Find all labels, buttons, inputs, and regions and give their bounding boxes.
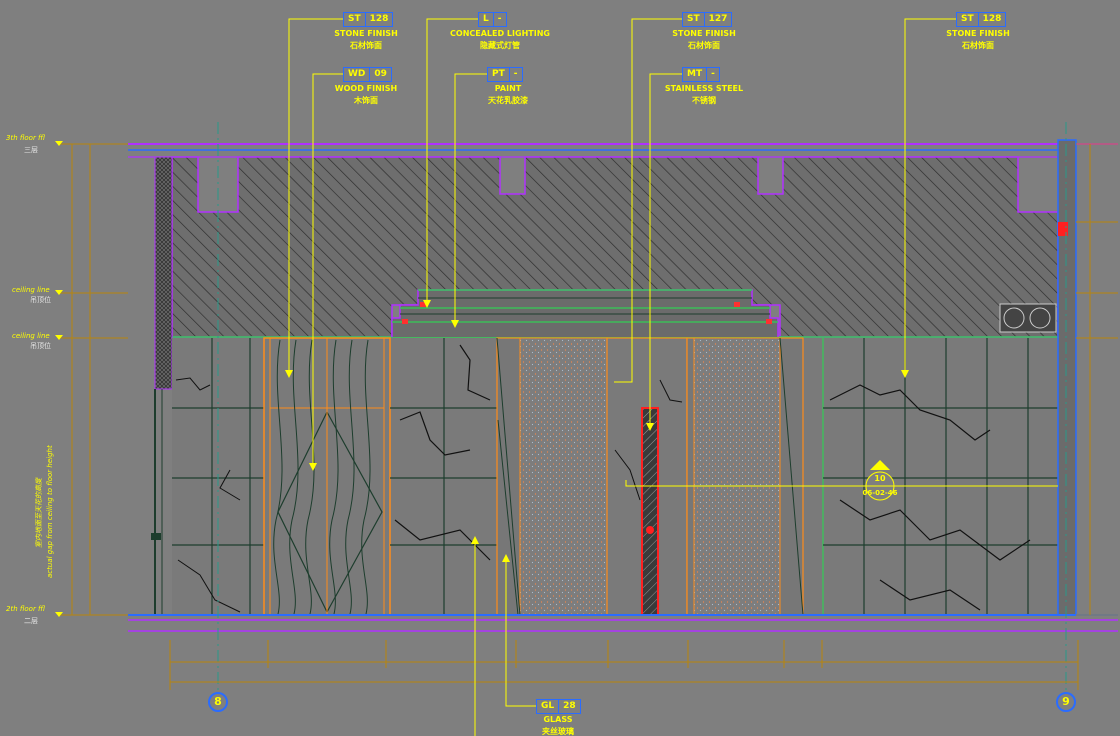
section-marker [865,460,895,501]
tag-cn: 石材饰面 [687,41,720,50]
tag-label: GLASS 夹丝玻璃 [542,714,574,736]
left-dimensions [60,143,1118,616]
tag-code: PT [492,69,505,79]
tag-code: WD [348,69,366,79]
tag-code: L [483,14,489,24]
tag-num: 28 [558,700,580,713]
tag-cn: 夹丝玻璃 [542,727,574,736]
section-top: 10 [874,474,886,483]
tag-cn: 石材饰面 [961,41,994,50]
tag-num: 09 [369,68,391,81]
right-column [999,139,1077,616]
tag-num: 128 [977,13,1006,26]
glass-door [496,337,609,616]
level-ceiling-2: ceiling line [12,332,50,340]
glass-door-right [686,337,804,616]
level-2f: 2th floor ffl [6,605,46,613]
tag-code: MT [687,69,703,79]
tag-code: GL [541,701,555,711]
light-cove [391,289,779,337]
tag-num: - [706,68,719,81]
tag-code: ST [348,14,361,24]
center-stone [606,337,688,616]
tag-label: STONE FINISH 石材饰面 [672,28,736,52]
tag-num: 128 [364,13,393,26]
floor-lines [128,614,1118,632]
height-note-en: actual gap from ceiling to floor height [46,445,54,578]
stone-panel-mid [390,338,497,615]
tag-label: PAINT 天花乳胶漆 [488,83,528,107]
tag-paint: PT- [487,67,523,82]
tag-en: STONE FINISH [334,29,398,38]
level-ceiling-1: ceiling line [12,286,50,294]
leader-arrows [285,300,909,562]
tag-cn: 隐藏式灯管 [479,41,520,50]
tag-num: - [508,68,522,81]
tag-cn: 不锈钢 [692,96,716,105]
stone-panel-right [822,338,1076,615]
grid-bubble-right: 9 [1056,692,1076,712]
tag-en: CONCEALED LIGHTING [450,29,550,38]
level-ceiling-1-cn: 吊顶位 [30,296,51,304]
wood-panel [263,337,391,616]
top-slab [128,143,1118,158]
level-ceiling-2-cn: 吊顶位 [30,342,51,350]
tag-en: STAINLESS STEEL [664,84,744,93]
tag-steel: MT- [682,67,720,82]
tag-code: ST [687,14,700,24]
tag-en: STONE FINISH [946,29,1010,38]
tag-label: WOOD FINISH 木饰面 [335,83,397,107]
tag-label: STONE FINISH 石材饰面 [334,28,398,52]
tag-cn: 木饰面 [353,96,378,105]
level-3f-cn: 三层 [24,146,38,154]
tag-label: CONCEALED LIGHTING 隐藏式灯管 [450,28,550,52]
tag-label: STONE FINISH 石材饰面 [946,28,1010,52]
height-note-cn: 室内地面至天花的高度 [35,478,43,548]
tag-en: GLASS [543,715,573,724]
bottom-dimensions [169,640,1079,690]
left-level-marks [55,141,63,617]
tag-cn: 天花乳胶漆 [488,96,528,105]
tag-label: STAINLESS STEEL 不锈钢 [665,83,743,107]
leader-lines [288,18,1058,736]
grid-bubble-left: 8 [208,692,228,712]
tag-en: STONE FINISH [672,29,736,38]
tag-num: - [492,13,506,26]
level-3f: 3th floor ffl [6,134,46,142]
tag-num: 127 [703,13,732,26]
tag-code: ST [961,14,974,24]
tag-en: WOOD FINISH [334,84,398,93]
tag-en: PAINT [494,84,522,93]
tag-lighting: L- [478,12,507,27]
level-2f-cn: 二层 [24,617,38,625]
section-bottom: 06-02-46 [862,489,898,497]
left-wall-mesh [154,156,173,390]
tag-cn: 石材饰面 [349,41,382,50]
